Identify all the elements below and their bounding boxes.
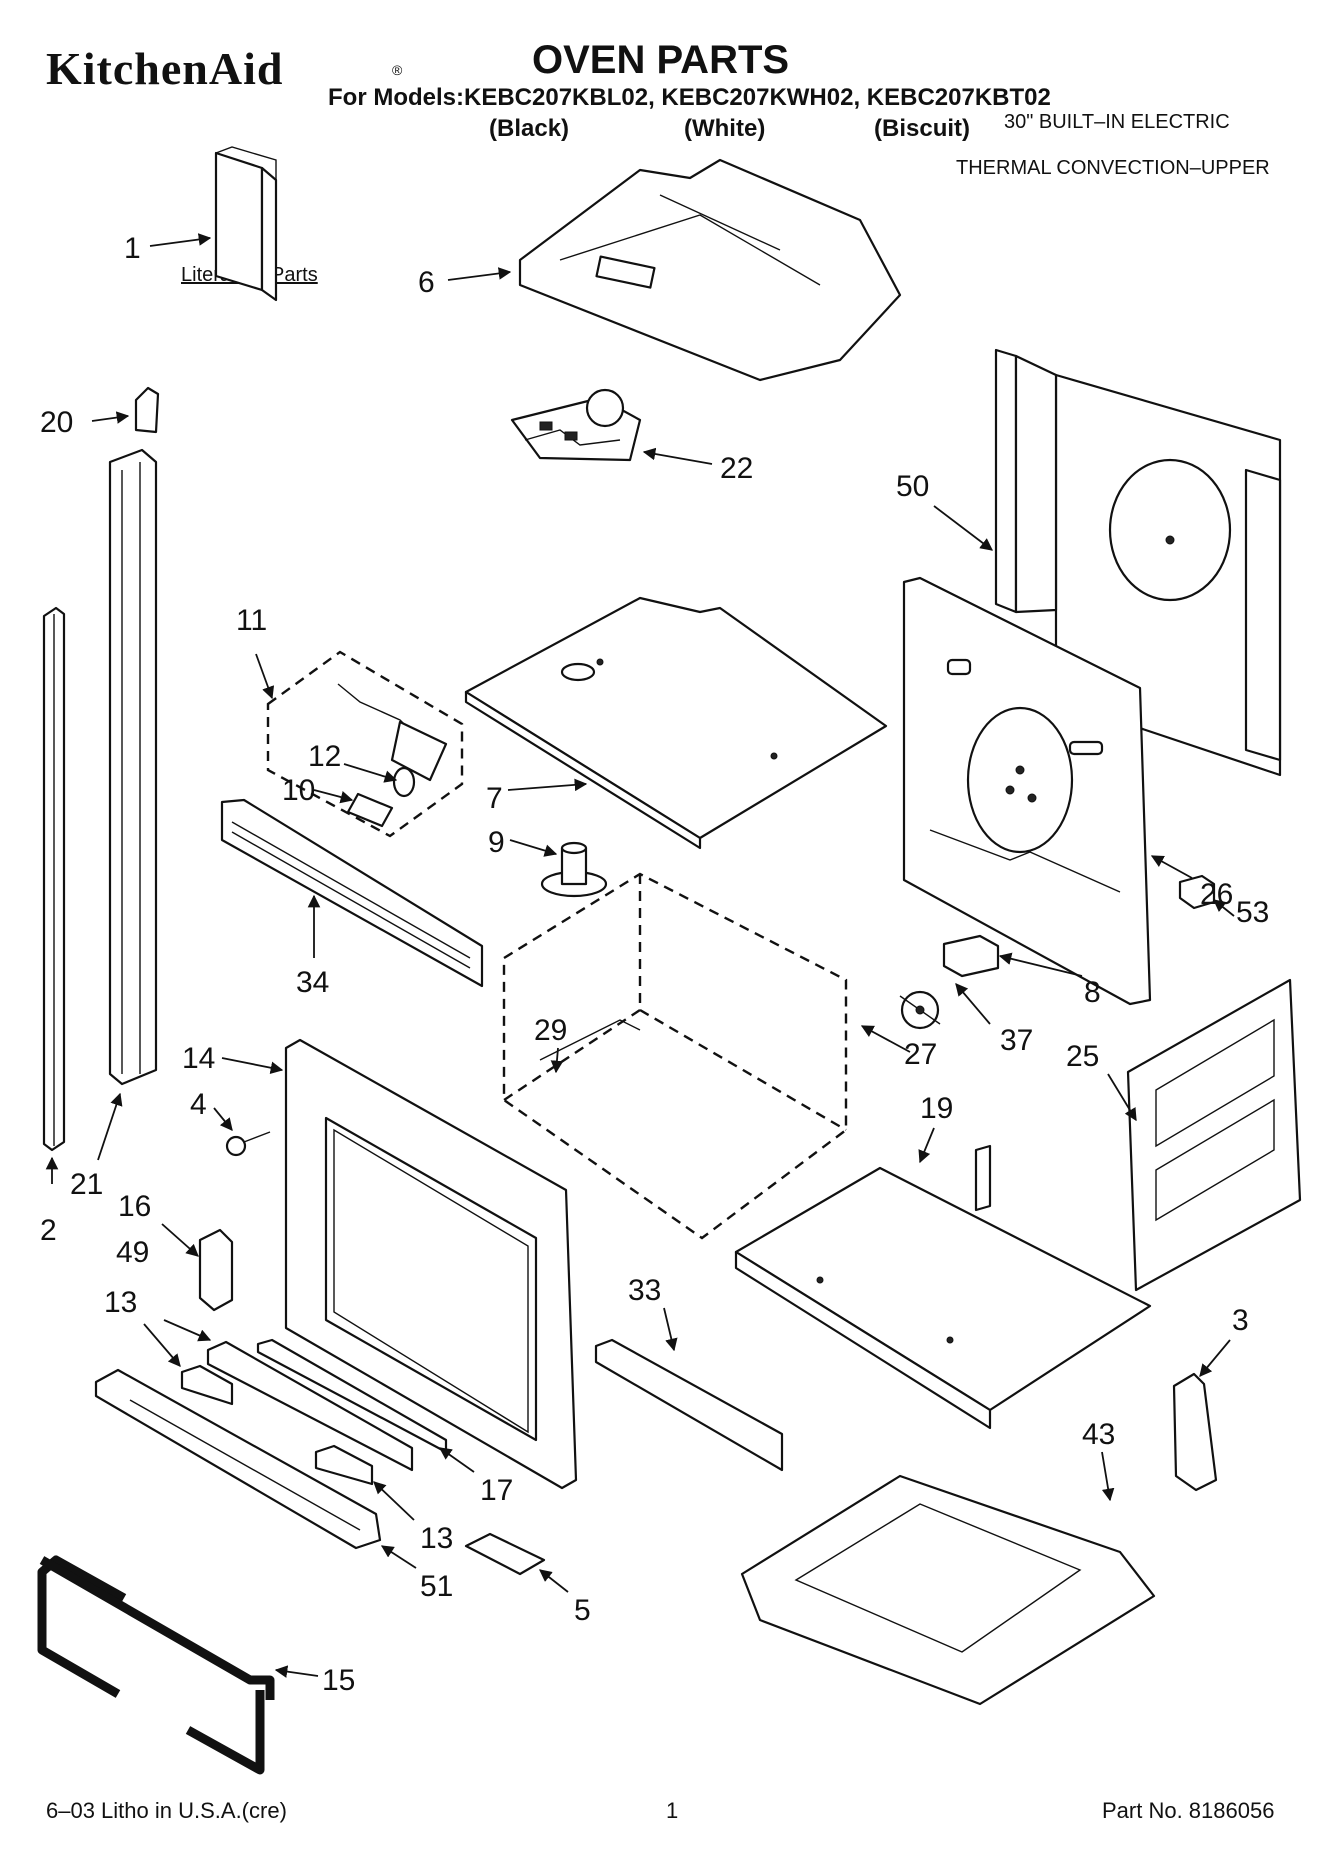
part-bottom-channel [594, 1338, 784, 1472]
callout-16: 16 [118, 1190, 151, 1223]
callout-10: 10 [282, 774, 315, 807]
callout-13: 13 [104, 1286, 137, 1319]
part-front-frame [284, 1038, 578, 1490]
part-vent-grille [220, 798, 484, 988]
variant-black: (Black) [489, 115, 570, 142]
part-literature-book [214, 146, 278, 302]
callout-26: 26 [1200, 878, 1233, 911]
category-line-1: 30" BUILT–IN ELECTRIC [1004, 111, 1230, 133]
callout-5: 5 [574, 1594, 591, 1627]
callout-6: 6 [418, 266, 435, 299]
part-oven-light-assembly [266, 650, 464, 838]
callout-29: 29 [534, 1014, 567, 1047]
part-door-stop-bracket [464, 1532, 546, 1576]
part-hinge-bracket [1172, 1372, 1218, 1492]
callout-2: 2 [40, 1214, 57, 1247]
callout-17: 17 [480, 1474, 513, 1507]
part-thermal-cutoff [899, 990, 941, 1030]
callout-27: 27 [904, 1038, 937, 1071]
callout-12: 12 [308, 740, 341, 773]
callout-25: 25 [1066, 1040, 1099, 1073]
part-door-latch-switch [510, 388, 642, 462]
part-lower-trim [256, 1338, 448, 1454]
part-oven-base [740, 1474, 1156, 1706]
part-trim-clip [134, 386, 160, 434]
part-side-trim-right [108, 448, 158, 1086]
part-convection-plate [902, 576, 1152, 1006]
callout-33: 33 [628, 1274, 661, 1307]
callout-7: 7 [486, 782, 503, 815]
callout-15: 15 [322, 1664, 355, 1697]
callout-43: 43 [1082, 1418, 1115, 1451]
category-line-2: THERMAL CONVECTION–UPPER [956, 157, 1270, 179]
brand-logo: KitchenAid [46, 43, 284, 94]
part-oven-top [464, 596, 888, 850]
part-sensor-block [942, 934, 1000, 978]
callout-49: 49 [116, 1236, 149, 1269]
footer-litho: 6–03 Litho in U.S.A.(cre) [46, 1798, 287, 1823]
callout-11: 11 [236, 604, 267, 637]
part-side-panel [1126, 978, 1302, 1292]
part-spacer-upper [180, 1364, 234, 1406]
part-screw [225, 1131, 271, 1157]
part-oven-cavity [502, 872, 848, 1240]
callout-22: 22 [720, 452, 753, 485]
callout-51: 51 [420, 1570, 453, 1603]
callout-21: 21 [70, 1168, 103, 1201]
callout-1: 1 [124, 232, 141, 265]
callout-50: 50 [896, 470, 929, 503]
page-title: OVEN PARTS [532, 38, 790, 82]
part-door-gasket [37, 1555, 275, 1775]
part-lower-vent [94, 1368, 382, 1550]
callout-9: 9 [488, 826, 505, 859]
callout-19: 19 [920, 1092, 953, 1125]
part-support-bar [206, 1340, 414, 1472]
footer-part-number: Part No. 8186056 [1102, 1798, 1275, 1823]
callout-20: 20 [40, 406, 73, 439]
callout-14: 14 [182, 1042, 215, 1075]
callout-53: 53 [1236, 896, 1269, 929]
part-top-shield [518, 158, 902, 382]
part-bottom-shield [734, 1144, 1152, 1430]
callout-34: 34 [296, 966, 329, 999]
part-spacer-lower [314, 1444, 374, 1486]
callout-8: 8 [1084, 976, 1101, 1009]
callout-4: 4 [190, 1088, 207, 1121]
callout-numbers: 1 6 20 22 50 11 12 10 7 9 34 53 26 8 29 … [40, 232, 1269, 1697]
footer-page-number: 1 [666, 1798, 679, 1823]
callout-13-lower: 13 [420, 1522, 453, 1555]
variant-biscuit: (Biscuit) [874, 115, 970, 142]
part-side-trim-left [42, 606, 66, 1152]
brand-registered-mark: ® [392, 62, 403, 78]
part-hinge-clip [198, 1228, 234, 1312]
variant-white: (White) [684, 115, 766, 142]
callout-3: 3 [1232, 1304, 1249, 1337]
part-convection-motor [540, 841, 608, 898]
callout-37: 37 [1000, 1024, 1033, 1057]
leader-lines [45, 233, 1235, 1678]
model-list: For Models:KEBC207KBL02, KEBC207KWH02, K… [328, 84, 1051, 111]
